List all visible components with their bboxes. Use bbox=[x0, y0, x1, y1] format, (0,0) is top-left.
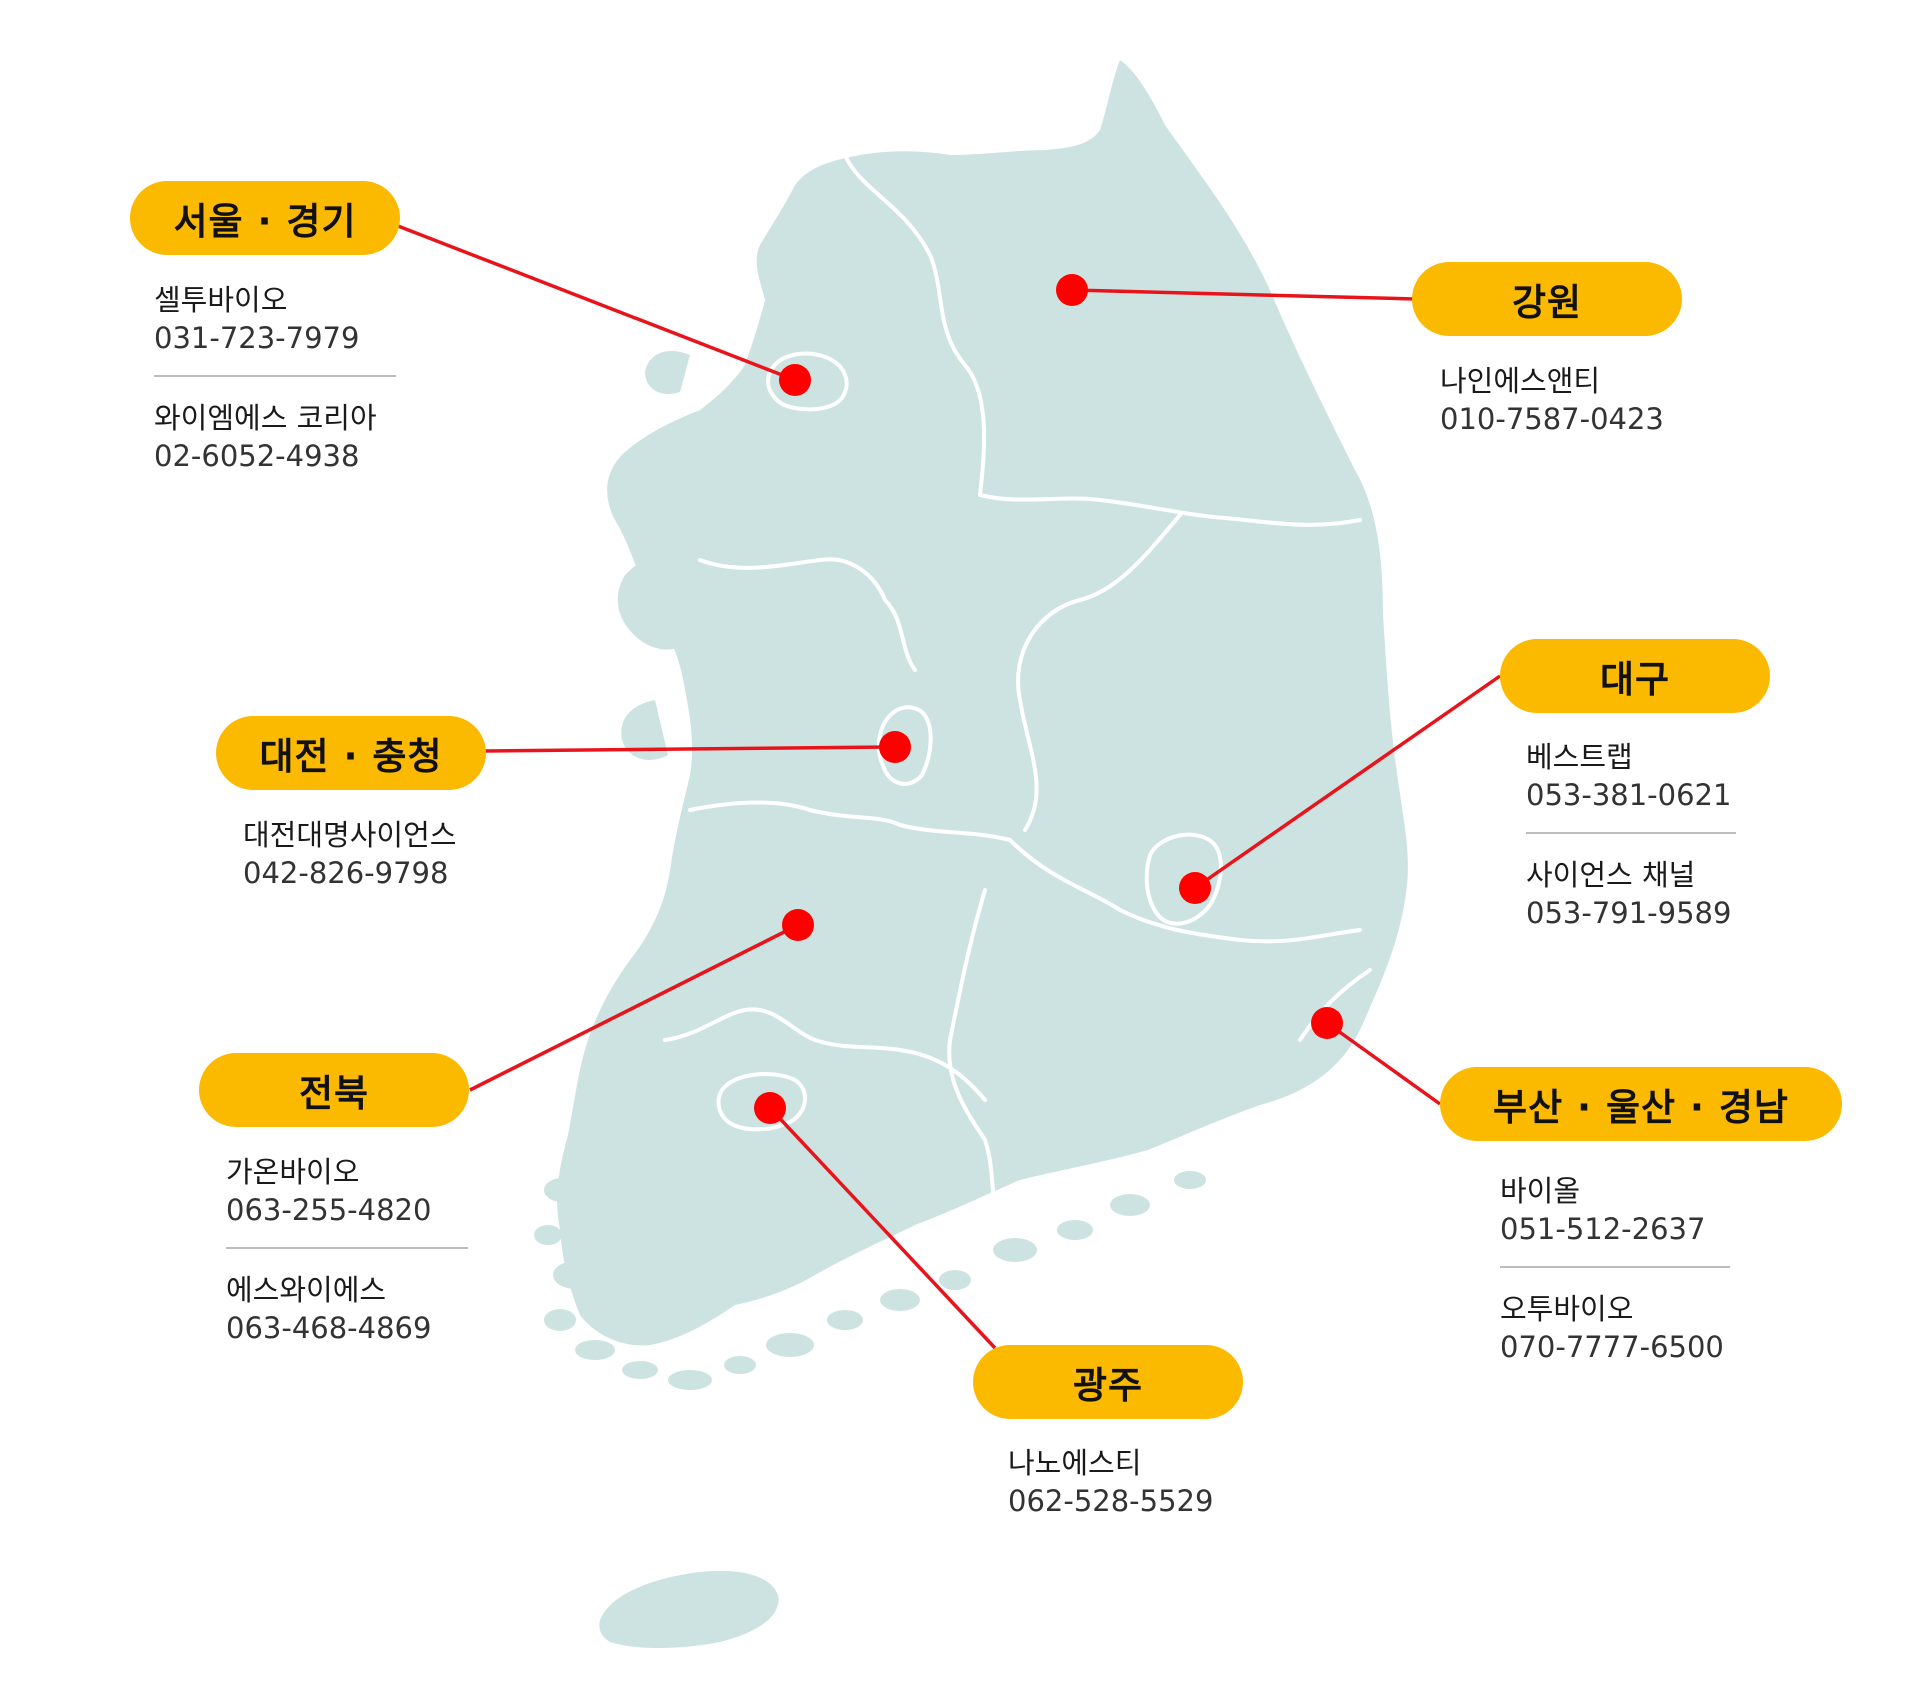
contacts-daejeon-chungcheong: 대전대명사이언스 042-826-9798 bbox=[243, 816, 503, 892]
region-label-jeonbuk: 전북 bbox=[199, 1053, 469, 1127]
marker-seoul-gyeonggi bbox=[779, 364, 811, 396]
contact-phone: 010-7587-0423 bbox=[1440, 402, 1664, 436]
contact-item: 바이올 051-512-2637 bbox=[1500, 1172, 1730, 1248]
contact-item: 나노에스티 062-528-5529 bbox=[1008, 1444, 1268, 1520]
contact-name: 오투바이오 bbox=[1500, 1292, 1634, 1326]
connector-seoul-gyeonggi bbox=[397, 224, 796, 382]
jeju-island bbox=[599, 1570, 779, 1648]
city-outlines bbox=[716, 351, 1223, 1132]
contact-name: 셀투바이오 bbox=[154, 283, 288, 317]
contact-name: 와이엠에스 코리아 bbox=[154, 401, 377, 435]
contact-name: 사이언스 채널 bbox=[1526, 858, 1696, 892]
contact-name: 나인에스앤티 bbox=[1440, 364, 1601, 398]
contact-divider bbox=[154, 375, 396, 377]
contact-phone: 031-723-7979 bbox=[154, 321, 360, 355]
contact-phone: 063-468-4869 bbox=[226, 1311, 432, 1345]
west-coast-detail bbox=[617, 551, 695, 650]
marker-gangwon bbox=[1056, 274, 1088, 306]
contact-item: 나인에스앤티 010-7587-0423 bbox=[1440, 362, 1700, 438]
contact-name: 베스트랩 bbox=[1526, 740, 1633, 774]
marker-daejeon-chungcheong bbox=[879, 731, 911, 763]
marker-daegu bbox=[1179, 872, 1211, 904]
location-markers bbox=[754, 274, 1343, 1124]
contact-item: 사이언스 채널 053-791-9589 bbox=[1526, 856, 1736, 932]
region-label-busan-ulsan-gyeongnam: 부산 · 울산 · 경남 bbox=[1440, 1067, 1842, 1141]
marker-busan-ulsan-gyeongnam bbox=[1311, 1007, 1343, 1039]
west-coast-detail bbox=[645, 351, 690, 394]
contact-phone: 051-512-2637 bbox=[1500, 1212, 1706, 1246]
contact-phone: 053-791-9589 bbox=[1526, 896, 1732, 930]
contact-name: 가온바이오 bbox=[226, 1155, 360, 1189]
region-label-daejeon-chungcheong: 대전 · 충청 bbox=[216, 716, 486, 790]
region-label-seoul-gyeonggi: 서울 · 경기 bbox=[130, 181, 400, 255]
contact-name: 나노에스티 bbox=[1008, 1446, 1142, 1480]
contacts-busan-ulsan-gyeongnam: 바이올 051-512-2637 오투바이오 070-7777-6500 bbox=[1500, 1172, 1730, 1366]
province-borders bbox=[663, 153, 1372, 1227]
contact-item: 에스와이에스 063-468-4869 bbox=[226, 1271, 468, 1347]
contact-item: 오투바이오 070-7777-6500 bbox=[1500, 1290, 1730, 1366]
contact-item: 가온바이오 063-255-4820 bbox=[226, 1153, 468, 1229]
connector-jeonbuk bbox=[469, 923, 799, 1092]
connector-daegu bbox=[1194, 674, 1501, 890]
region-label-daegu: 대구 bbox=[1500, 639, 1770, 713]
southwest-islands bbox=[534, 1047, 1206, 1390]
contact-phone: 063-255-4820 bbox=[226, 1193, 432, 1227]
contact-divider bbox=[1526, 832, 1736, 834]
contact-phone: 070-7777-6500 bbox=[1500, 1330, 1724, 1364]
contact-phone: 062-528-5529 bbox=[1008, 1484, 1214, 1518]
connector-lines bbox=[397, 224, 1501, 1350]
marker-jeonbuk bbox=[782, 909, 814, 941]
contact-phone: 042-826-9798 bbox=[243, 856, 449, 890]
daegu-outline bbox=[1144, 832, 1223, 926]
contacts-daegu: 베스트랩 053-381-0621 사이언스 채널 053-791-9589 bbox=[1526, 738, 1736, 932]
contact-phone: 053-381-0621 bbox=[1526, 778, 1732, 812]
contacts-gwangju: 나노에스티 062-528-5529 bbox=[1008, 1444, 1268, 1520]
contact-item: 베스트랩 053-381-0621 bbox=[1526, 738, 1736, 814]
region-label-gangwon: 강원 bbox=[1412, 262, 1682, 336]
west-coast-detail bbox=[621, 700, 668, 760]
marker-gwangju bbox=[754, 1092, 786, 1124]
seoul-outline bbox=[766, 351, 849, 412]
gwangju-outline bbox=[716, 1072, 807, 1132]
connector-busan-ulsan-gyeongnam bbox=[1325, 1021, 1442, 1106]
connector-gangwon bbox=[1071, 288, 1416, 301]
contacts-gangwon: 나인에스앤티 010-7587-0423 bbox=[1440, 362, 1700, 438]
contact-divider bbox=[226, 1247, 468, 1249]
contact-name: 에스와이에스 bbox=[226, 1273, 387, 1307]
mainland-shape bbox=[557, 60, 1408, 1346]
contact-divider bbox=[1500, 1266, 1730, 1268]
connector-daejeon-chungcheong bbox=[484, 745, 896, 753]
contacts-jeonbuk: 가온바이오 063-255-4820 에스와이에스 063-468-4869 bbox=[226, 1153, 468, 1347]
contact-name: 대전대명사이언스 bbox=[243, 818, 457, 852]
contact-item: 와이엠에스 코리아 02-6052-4938 bbox=[154, 399, 396, 475]
contact-name: 바이올 bbox=[1500, 1174, 1581, 1208]
daejeon-outline bbox=[876, 705, 933, 786]
contact-phone: 02-6052-4938 bbox=[154, 439, 360, 473]
connector-gwangju bbox=[768, 1106, 997, 1350]
contacts-seoul-gyeonggi: 셀투바이오 031-723-7979 와이엠에스 코리아 02-6052-493… bbox=[154, 281, 396, 475]
region-label-gwangju: 광주 bbox=[973, 1345, 1243, 1419]
contact-item: 대전대명사이언스 042-826-9798 bbox=[243, 816, 503, 892]
contact-item: 셀투바이오 031-723-7979 bbox=[154, 281, 396, 357]
